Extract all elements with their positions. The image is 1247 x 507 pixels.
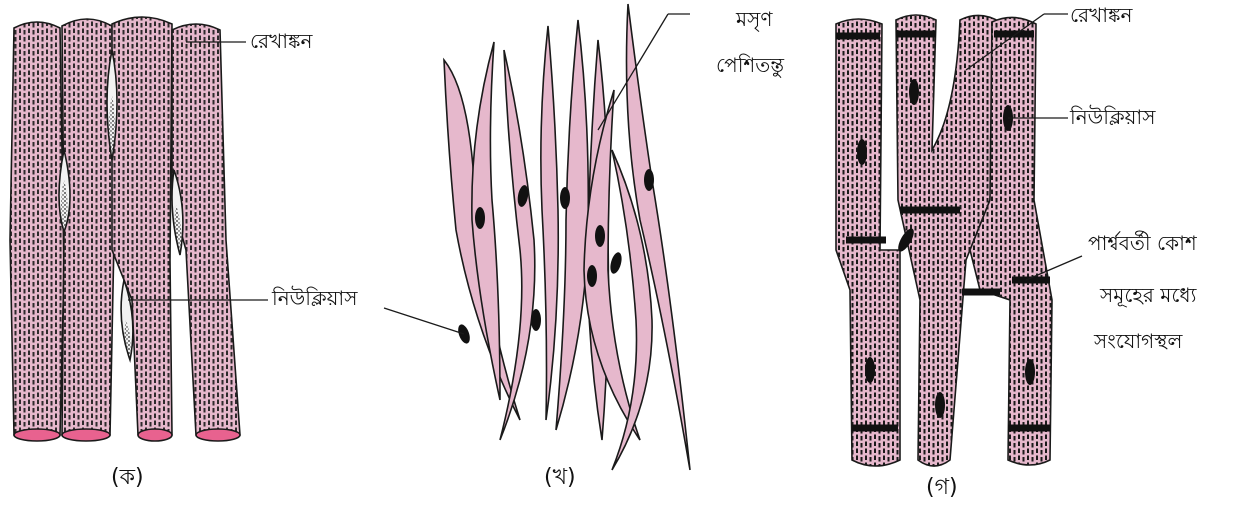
cut-end-3 (138, 429, 172, 441)
cut-end-4 (196, 429, 240, 441)
caption-panel-a: (ক) (111, 460, 144, 497)
smooth-fibre-5 (556, 20, 588, 430)
caption-panel-b: (খ) (544, 460, 576, 497)
label-nucleus-a: নিউক্লিয়াস (272, 287, 357, 310)
cut-end-2 (62, 429, 110, 441)
label-smooth-muscle-line1: মসৃণ (736, 8, 772, 31)
label-smooth-muscle-line2: পেশিতন্তু (716, 54, 784, 77)
label-striation-a: রেখাঙ্কন (250, 30, 313, 53)
skeletal-fibre-1 (10, 22, 64, 441)
cut-end-1 (14, 429, 60, 441)
skeletal-fibre-2 (62, 19, 114, 441)
panel-a-skeletal-muscle (10, 17, 268, 441)
label-junction-line2: সমূহের মধ্যে (1100, 284, 1196, 307)
panel-b-smooth-muscle (384, 4, 690, 470)
panel-c-cardiac-muscle (836, 14, 1082, 466)
label-striation-c: রেখাঙ্কন (1070, 4, 1133, 27)
smooth-fibre-4 (541, 26, 558, 420)
caption-panel-c: (গ) (926, 470, 958, 507)
label-junction-line3: সংযোগস্থল (1094, 330, 1182, 353)
label-nucleus-c: নিউক্লিয়াস (1070, 106, 1155, 129)
skeletal-fibre-3 (112, 17, 172, 441)
label-junction-line1: পার্শ্ববর্তী কোশ (1088, 232, 1197, 255)
leader-nucleus-b (384, 308, 464, 334)
